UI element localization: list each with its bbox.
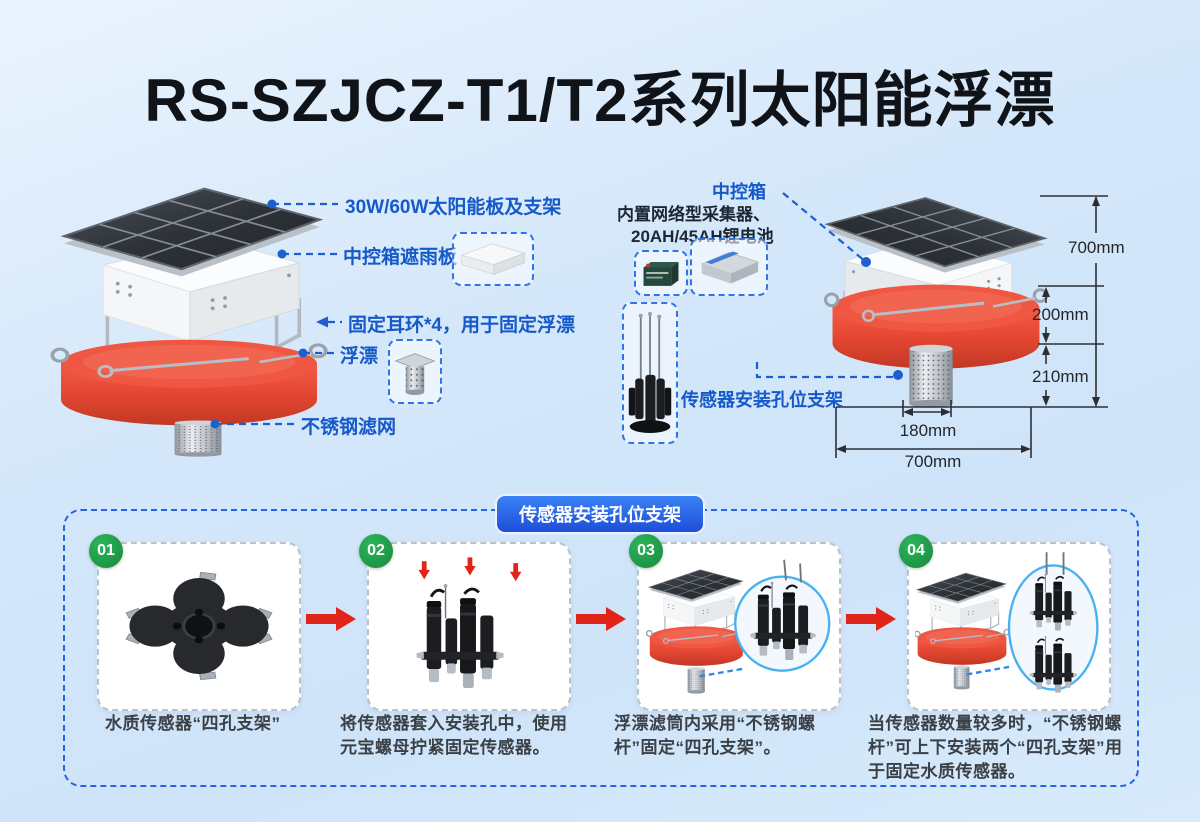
dim-filter-height: 210mm: [1032, 367, 1089, 386]
control-box-desc-line1: 内置网络型采集器、: [617, 205, 770, 224]
sensor-bracket-icon: [628, 311, 672, 433]
red-insert-arrows: [418, 556, 522, 581]
double-bracket-zoom-illustration: [915, 552, 1099, 694]
filter-plate-icon: [394, 352, 436, 395]
step-badge: 01: [89, 534, 123, 568]
callout-filter: 不锈钢滤网: [301, 417, 397, 438]
dim-total-height: 700mm: [1068, 238, 1125, 257]
rain-cover-thumbnail: [452, 232, 534, 286]
callout-rain-cover: 中控箱遮雨板: [343, 247, 458, 268]
step-badge: 04: [899, 534, 933, 568]
rain-cover-icon: [460, 243, 526, 275]
step-caption-1: 水质传感器“四孔支架”: [105, 714, 281, 733]
step-arrow-icon: [846, 607, 896, 631]
callout-float: 浮漂: [340, 346, 379, 367]
four-hole-bracket-illustration: [125, 571, 273, 680]
sensor-bracket-thumbnail: [622, 302, 678, 444]
page-title: RS-SZJCZ-T1/T2系列太阳能浮漂: [144, 67, 1056, 134]
step-caption-4: 当传感器数量较多时，“不锈钢螺杆”可上下安装两个“四孔支架”用于固定水质传感器。: [868, 714, 1123, 782]
left-buoy-top-assembly: [62, 186, 322, 362]
step-card-3: [637, 542, 841, 711]
collector-box-icon: [700, 251, 760, 284]
step-caption-3: 浮漂滤筒内采用“不锈钢螺杆”固定“四孔支架”。: [614, 714, 816, 758]
step-badge: 03: [629, 534, 663, 568]
dim-filter-width: 180mm: [899, 421, 957, 440]
collector-thumbnail: [690, 238, 768, 296]
step-arrow-icon: [306, 607, 356, 631]
step-card-2: [367, 542, 571, 711]
step-badge: 02: [359, 534, 393, 568]
dim-buoy-height: 200mm: [1032, 305, 1089, 324]
battery-thumbnail: [634, 250, 688, 296]
steps-panel-title: 传感器安装孔位支架: [495, 494, 705, 534]
callout-solar-panel: 30W/60W太阳能板及支架: [345, 197, 562, 218]
dim-total-width: 700mm: [904, 452, 962, 471]
step-card-1: [97, 542, 301, 711]
step-card-4: [907, 542, 1111, 711]
sensor-insert-illustration: [416, 556, 522, 689]
callout-control-box: 中控箱: [712, 182, 766, 202]
callout-sensor-bracket: 传感器安装孔位支架: [681, 390, 843, 410]
filter-thumbnail: [388, 339, 442, 404]
battery-icon: [643, 261, 679, 286]
callout-fixing-rings: 固定耳环*4，用于固定浮漂: [348, 315, 575, 336]
left-buoy-filter: [174, 420, 222, 457]
right-buoy-filter: [909, 344, 953, 408]
buoy-bracket-zoom-illustration: [645, 559, 831, 694]
step-arrow-icon: [576, 607, 626, 631]
step-caption-2: 将传感器套入安装孔中，使用元宝螺母拧紧固定传感器。: [340, 714, 568, 758]
